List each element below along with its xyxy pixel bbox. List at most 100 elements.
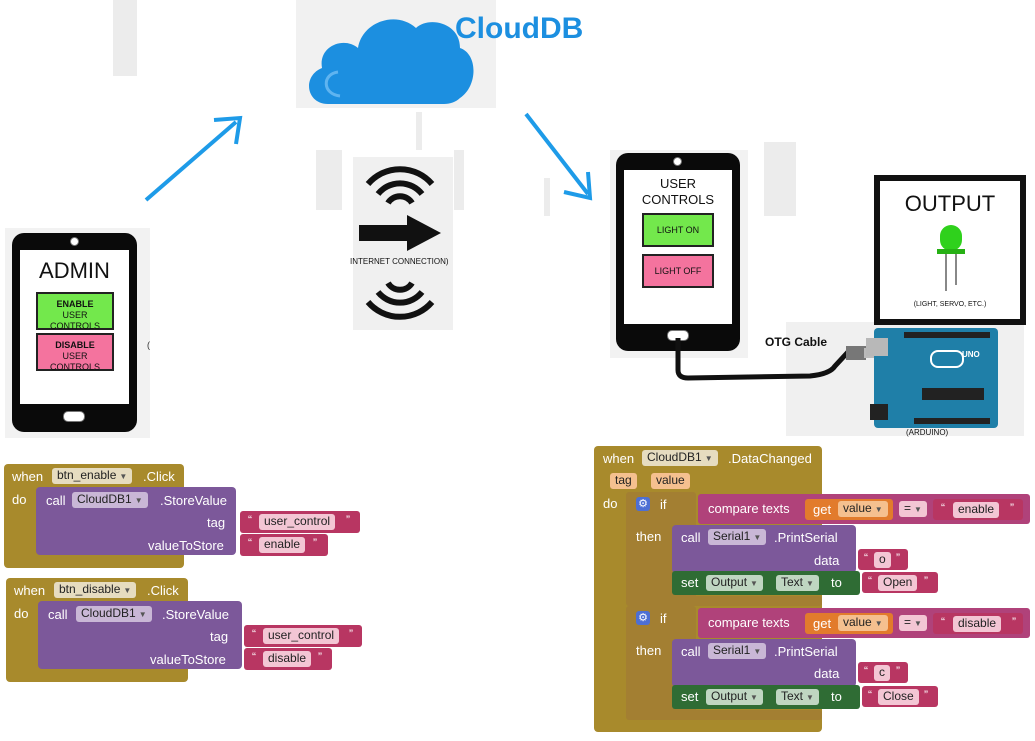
user-title: USER CONTROLS [641,176,715,207]
cloud-label: CloudDB [455,12,584,45]
do-label: do [12,492,27,507]
enable-button-label: ENABLE [56,299,94,309]
gear-icon[interactable]: ⚙ [636,497,650,511]
call-label: call [681,530,701,545]
compare-text[interactable]: disable [953,616,1002,632]
quote-open-icon: “ [248,536,252,550]
when-label: when [603,451,635,466]
do-label: do [603,496,618,511]
light-off-label: LIGHT OFF [654,266,702,276]
gear-icon[interactable]: ⚙ [636,611,650,625]
if-label: if [660,497,667,512]
quote-open-icon: “ [941,615,945,629]
dropdown-caret-icon: ▼ [750,579,758,588]
dropdown-caret-icon: ▼ [138,610,147,619]
quote-open-icon: “ [252,627,256,641]
call-label: call [681,644,701,659]
tag-value[interactable]: user_control [263,628,340,644]
event-label: .DataChanged [728,451,812,466]
set-block-1[interactable] [672,571,860,595]
var-chip[interactable]: value▼ [838,615,888,631]
vts-value[interactable]: enable [259,537,306,553]
tag-value[interactable]: user_control [259,514,336,530]
dropdown-caret-icon: ▼ [750,693,758,702]
quote-open-icon: “ [248,513,252,527]
quote-open-icon: “ [252,650,256,664]
quote-open-icon: “ [864,551,868,565]
op-chip[interactable]: =▼ [899,501,927,517]
dropdown-caret-icon: ▼ [806,693,814,702]
disable-button[interactable]: DISABLE USER CONTROLS [36,333,114,372]
otg-label: OTG Cable [765,335,828,349]
serial-chip[interactable]: Serial1▼ [708,643,767,659]
camera-icon [673,157,682,166]
target-chip[interactable]: Output▼ [706,575,763,591]
to-label: to [831,689,842,704]
param-tag[interactable]: tag [610,473,637,489]
dropdown-caret-icon: ▼ [753,533,762,542]
target-chip[interactable]: Output▼ [706,689,763,705]
disable-button-label: DISABLE [55,340,95,350]
dropdown-caret-icon: ▼ [806,579,814,588]
dropdown-caret-icon: ▼ [704,454,713,463]
param-value[interactable]: value [651,473,690,489]
component-chip[interactable]: btn_disable▼ [54,582,137,598]
compare-label: compare texts [708,615,790,630]
light-off-button[interactable]: LIGHT OFF [642,254,714,288]
quote-open-icon: “ [868,574,872,588]
component-chip[interactable]: btn_enable▼ [52,468,133,484]
quote-close-icon: ” [1010,501,1014,515]
serial-chip[interactable]: Serial1▼ [708,529,767,545]
bg-panel [316,150,342,210]
if-label: if [660,611,667,626]
event-block-enable-footer [4,555,334,568]
db-chip[interactable]: CloudDB1▼ [76,606,152,622]
compare-label: compare texts [708,501,790,516]
arduino-board-label: UNO [962,350,980,359]
bg-panel [416,112,422,150]
op-chip[interactable]: =▼ [899,615,927,631]
vts-value[interactable]: disable [263,651,312,667]
do-label: do [14,606,29,621]
admin-screen: ADMIN ENABLE USER CONTROLS DISABLE USER … [20,250,129,404]
db-chip[interactable]: CloudDB1▼ [72,492,148,508]
wifi-icon [365,166,435,205]
db-name: CloudDB1 [81,606,136,620]
data-value[interactable]: c [874,665,890,681]
compare-text[interactable]: enable [953,502,1000,518]
quote-close-icon: ” [896,551,900,565]
internet-label: INTERNET CONNECTION) [350,257,449,266]
chip [922,388,984,400]
header-pins [914,418,990,424]
user-phone: USER CONTROLS LIGHT ON LIGHT OFF [616,153,740,351]
vts-label: valueToStore [150,652,226,667]
data-value[interactable]: o [874,552,891,568]
arrow-down-right-icon [524,112,593,201]
power-jack [870,404,888,420]
tag-label: tag [210,629,229,644]
prop-chip[interactable]: Text▼ [776,575,819,591]
data-label: data [814,553,840,568]
enable-button[interactable]: ENABLE USER CONTROLS [36,292,114,331]
method-label: .StoreValue [160,493,227,508]
output-inner: OUTPUT (LIGHT, SERVO, ETC.) [880,181,1020,319]
disable-button-sub: USER CONTROLS [49,351,100,372]
bg-panel [544,178,550,216]
call-label: call [46,493,66,508]
prop-chip[interactable]: Text▼ [776,689,819,705]
set-value[interactable]: Open [878,575,918,591]
set-value[interactable]: Close [878,689,919,705]
side-char: ( [147,340,150,350]
var-chip[interactable]: value▼ [838,501,888,517]
light-on-button[interactable]: LIGHT ON [642,213,714,247]
to-label: to [831,575,842,590]
component-name: btn_enable [57,468,117,482]
usb-port [866,338,888,356]
set-block-2[interactable] [672,685,860,709]
db-chip[interactable]: CloudDB1▼ [642,450,718,466]
home-button-icon [63,411,85,422]
method-label: .StoreValue [162,607,229,622]
if-block-2-footer [626,710,822,720]
led-icon [937,225,965,291]
arduino-label: (ARDUINO) [906,428,949,437]
